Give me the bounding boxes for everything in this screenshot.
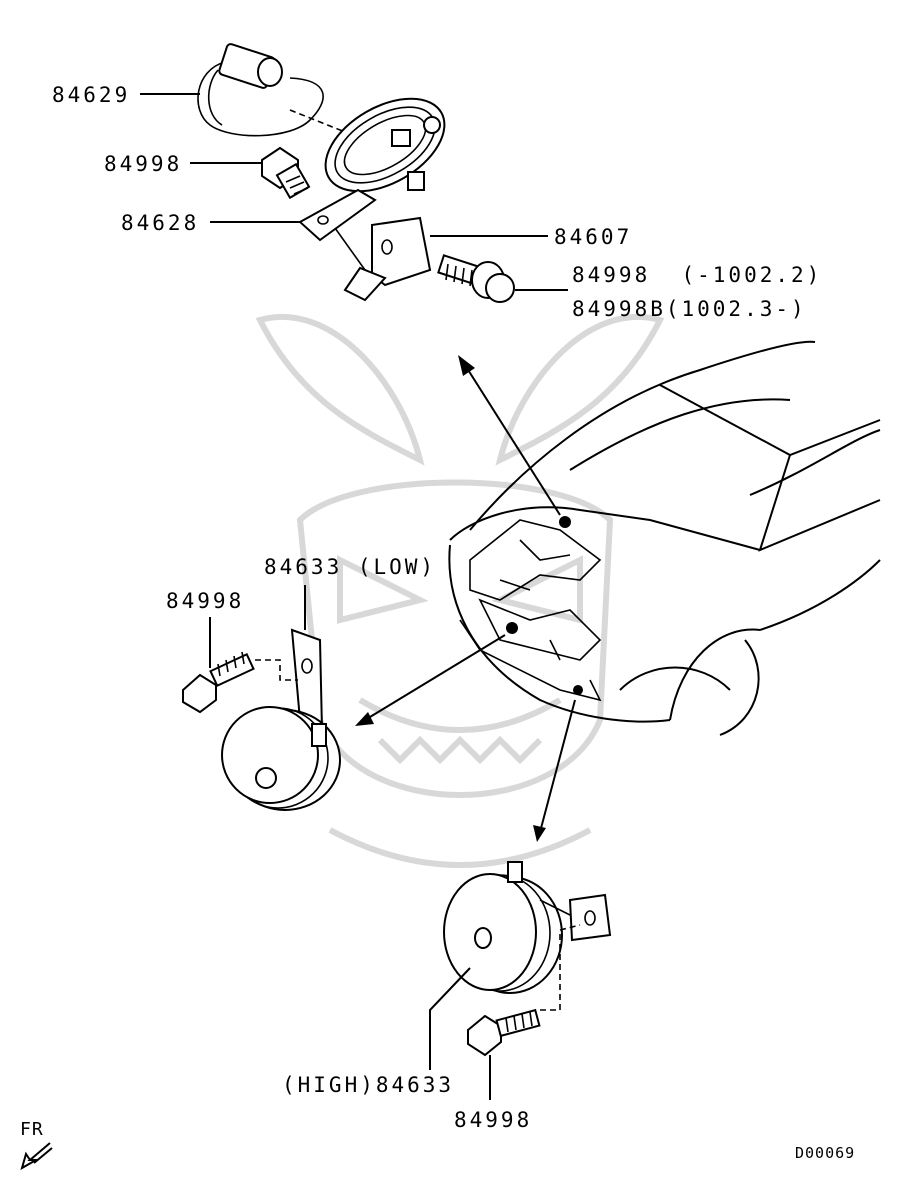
label-horn-low: 84633 (LOW): [264, 555, 436, 579]
bolt-low: [182, 651, 255, 714]
horn-top: [324, 97, 446, 193]
diagram-code: D00069: [795, 1144, 855, 1162]
top-horn-assembly: [140, 43, 568, 303]
bolt-top-right: [437, 254, 515, 303]
label-bolt-top-right-a: 84998 (-1002.2): [572, 263, 822, 287]
horn-high-assembly: [429, 861, 612, 1100]
label-bolt-top: 84998: [104, 152, 182, 176]
label-horn-top: 84607: [554, 225, 632, 249]
horn-low: [221, 706, 341, 811]
label-harness: 84629: [52, 83, 130, 107]
label-bolt-high: 84998: [454, 1108, 532, 1132]
arrow-down-left-icon: [20, 1142, 53, 1171]
horn-high: [443, 861, 563, 994]
harness-loop: [197, 61, 324, 137]
label-bolt-top-right-b: 84998B(1002.3-): [572, 297, 807, 321]
label-bolt-low: 84998: [166, 589, 244, 613]
horn-low-assembly: [182, 585, 341, 811]
bolt-high: [467, 1008, 541, 1057]
bolt-top-left: [261, 146, 311, 200]
bracket-top: [298, 188, 377, 242]
label-bracket-top: 84628: [121, 211, 199, 235]
vehicle-front: [448, 340, 881, 736]
pointer-arrows: [355, 355, 576, 842]
front-direction-label: FR: [20, 1119, 44, 1140]
watermark-logo: [255, 313, 665, 868]
label-horn-high: (HIGH)84633: [282, 1073, 454, 1097]
